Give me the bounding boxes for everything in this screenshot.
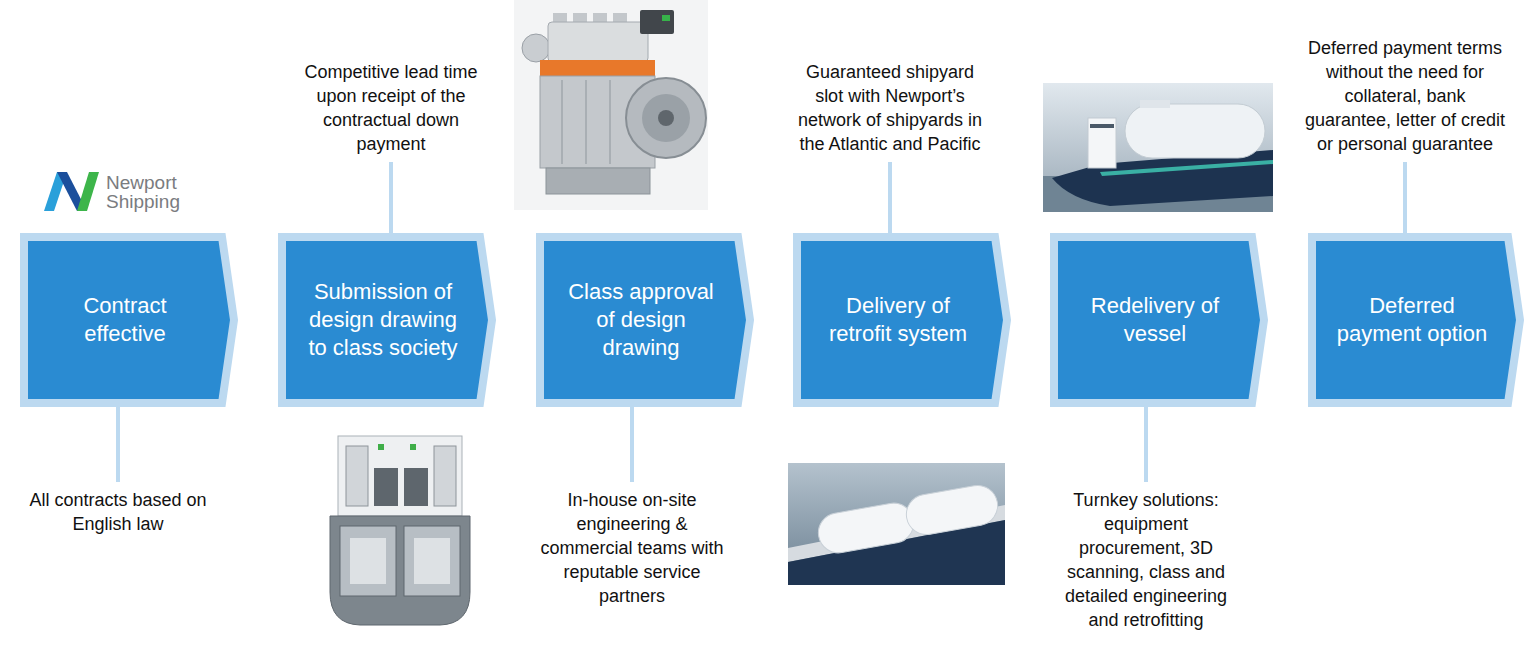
chevron-shape	[1050, 233, 1278, 407]
logo-bar	[77, 172, 99, 211]
process-chevron: Submission of design drawing to class so…	[278, 233, 506, 407]
leader-line	[116, 407, 120, 482]
equipment-light	[410, 444, 416, 450]
oil-pan	[546, 168, 650, 194]
chevron-outline	[797, 237, 1007, 403]
picture-ground	[514, 0, 708, 210]
flywheel-hub	[658, 110, 674, 126]
annotation-text: Deferred payment terms without the need …	[1303, 36, 1508, 156]
bridge-windows	[1090, 124, 1114, 128]
step-text: Submission of design drawing to class so…	[303, 278, 463, 362]
equipment-unit	[434, 446, 456, 506]
step-text: Redelivery of vessel	[1075, 292, 1235, 348]
chevron-outline	[540, 237, 750, 403]
annotation-text: Turnkey solutions: equipment procurement…	[1057, 488, 1235, 632]
equipment-light	[378, 444, 384, 450]
equipment-unit	[374, 468, 398, 506]
leader-line	[1403, 162, 1407, 233]
chevron-shape	[1308, 233, 1534, 407]
chevron-label: Deferred payment option	[1332, 292, 1492, 348]
flywheel-housing	[626, 78, 706, 158]
step-text: Contract effective	[45, 292, 205, 348]
control-box	[640, 10, 674, 34]
hull-stripe	[1100, 160, 1273, 176]
logo-text: Newport Shipping	[106, 173, 180, 211]
leader-line	[888, 162, 892, 233]
engine-rib	[585, 80, 587, 164]
deck-structure	[338, 436, 462, 516]
tank-dome	[1140, 100, 1170, 108]
tank-compartment	[340, 526, 396, 596]
chevron-outline	[24, 237, 234, 403]
process-chevron: Delivery of retrofit system	[793, 233, 1021, 407]
chevron-label: Redelivery of vessel	[1075, 292, 1235, 348]
annotation-text: Competitive lead time upon receipt of th…	[299, 60, 484, 156]
equipment-unit	[404, 468, 428, 506]
process-chevron: Contract effective	[20, 233, 248, 407]
chevron-label: Submission of design drawing to class so…	[303, 278, 463, 362]
leader-line	[1144, 407, 1148, 482]
superstructure	[1088, 118, 1116, 168]
annotation-text: In-house on-site engineering & commercia…	[535, 488, 730, 608]
equipment-unit	[346, 446, 368, 506]
annotation-text: All contracts based on English law	[18, 488, 218, 536]
chevron-outline	[1312, 237, 1520, 403]
annotation-text: Guaranteed shipyard slot with Newport’s …	[794, 60, 986, 156]
lng-tank	[903, 482, 1001, 537]
process-chevron: Deferred payment option	[1308, 233, 1534, 407]
lng-ship-illustration	[1043, 83, 1273, 212]
picture-ground	[788, 463, 1005, 585]
tank-inner	[414, 538, 450, 584]
chevron-shape	[793, 233, 1021, 407]
engine-rib	[609, 80, 611, 164]
engine-rib	[561, 80, 563, 164]
tank-compartment	[404, 526, 460, 596]
step-text: Deferred payment option	[1332, 292, 1492, 348]
tank-inner	[350, 538, 386, 584]
picture-ground	[1043, 83, 1273, 212]
lng-tank	[815, 500, 916, 556]
chevron-label: Class approval of design drawing	[561, 278, 721, 362]
control-light	[662, 15, 670, 21]
hull-shape	[330, 516, 470, 625]
hull-section-illustration	[330, 436, 470, 625]
engine-cover	[548, 22, 648, 62]
chevron-label: Delivery of retrofit system	[818, 292, 978, 348]
leader-line	[630, 407, 634, 482]
step-text: Class approval of design drawing	[561, 278, 721, 362]
turbocharger	[522, 34, 550, 62]
flywheel	[642, 94, 690, 142]
engine-band	[540, 60, 655, 76]
chevron-outline	[1054, 237, 1264, 403]
step-text: Delivery of retrofit system	[818, 292, 978, 348]
chevron-label: Contract effective	[45, 292, 205, 348]
engine-illustration	[514, 0, 708, 210]
process-chevron: Class approval of design drawing	[536, 233, 764, 407]
chevron-outline	[282, 237, 492, 403]
logo-mark	[44, 172, 99, 211]
lng-tank	[1125, 104, 1265, 158]
chevron-shape	[20, 233, 248, 407]
process-chevron: Redelivery of vessel	[1050, 233, 1278, 407]
leader-line	[389, 162, 393, 233]
lng-tanks-illustration	[788, 463, 1005, 585]
